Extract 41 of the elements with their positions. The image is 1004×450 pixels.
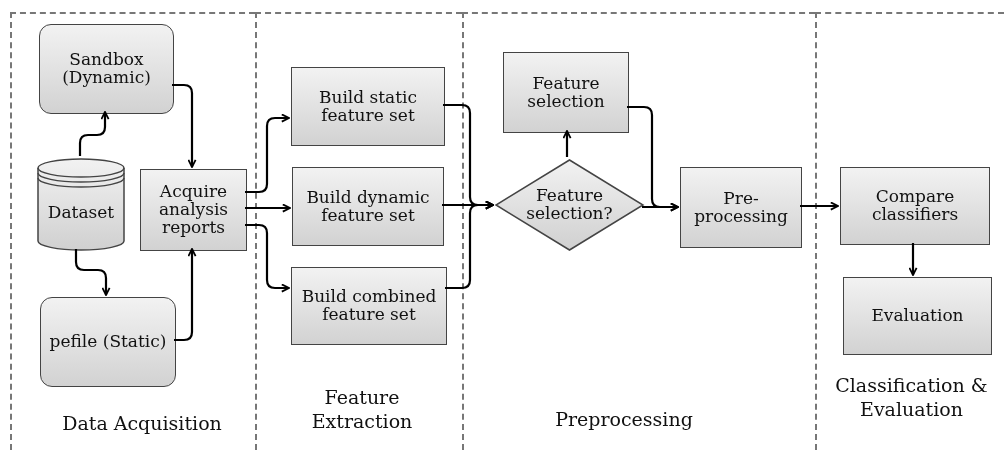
process-box bbox=[680, 167, 802, 248]
node-label: pefile (Static) bbox=[49, 333, 167, 351]
process-box bbox=[843, 277, 992, 355]
stage-label: Data Acquisition bbox=[61, 411, 223, 436]
node-label: Feature selection bbox=[526, 74, 606, 111]
node-label: Build dynamic feature set bbox=[305, 188, 431, 225]
arrow bbox=[74, 249, 111, 296]
stage-region bbox=[815, 12, 1004, 450]
arrow bbox=[800, 201, 839, 211]
process-box bbox=[291, 267, 447, 345]
process-box bbox=[291, 67, 445, 146]
arrow bbox=[172, 83, 197, 168]
node-label: Evaluation bbox=[871, 307, 964, 325]
arrow bbox=[245, 223, 290, 293]
process-box bbox=[292, 167, 444, 246]
arrow bbox=[245, 203, 291, 213]
stage-region bbox=[10, 12, 255, 450]
node-label: Compare classifiers bbox=[870, 188, 960, 224]
rounded-box bbox=[39, 24, 174, 114]
arrow bbox=[562, 130, 572, 157]
arrow bbox=[445, 200, 494, 290]
arrow bbox=[245, 113, 290, 194]
process-box bbox=[503, 52, 629, 133]
node-label: Sandbox (Dynamic) bbox=[61, 51, 152, 87]
node-label: Pre-processing bbox=[693, 189, 789, 226]
process-box bbox=[140, 169, 247, 251]
rounded-box bbox=[40, 297, 176, 387]
node-label: Dataset bbox=[47, 203, 115, 222]
stage-region bbox=[462, 12, 815, 450]
stage-label: Feature Extraction bbox=[310, 384, 414, 434]
stage-region bbox=[255, 12, 462, 450]
node-label: Build combined feature set bbox=[300, 288, 438, 324]
arrow bbox=[908, 243, 918, 276]
process-box bbox=[840, 167, 990, 245]
node-label: Feature selection? bbox=[525, 187, 614, 223]
arrow bbox=[642, 202, 679, 212]
stage-label: Classification & Evaluation bbox=[834, 372, 989, 422]
arrow bbox=[78, 111, 110, 156]
stage-label: Preprocessing bbox=[554, 407, 694, 432]
node-label: Build static feature set bbox=[317, 88, 419, 125]
node-label: Acquire analysis reports bbox=[157, 183, 230, 237]
